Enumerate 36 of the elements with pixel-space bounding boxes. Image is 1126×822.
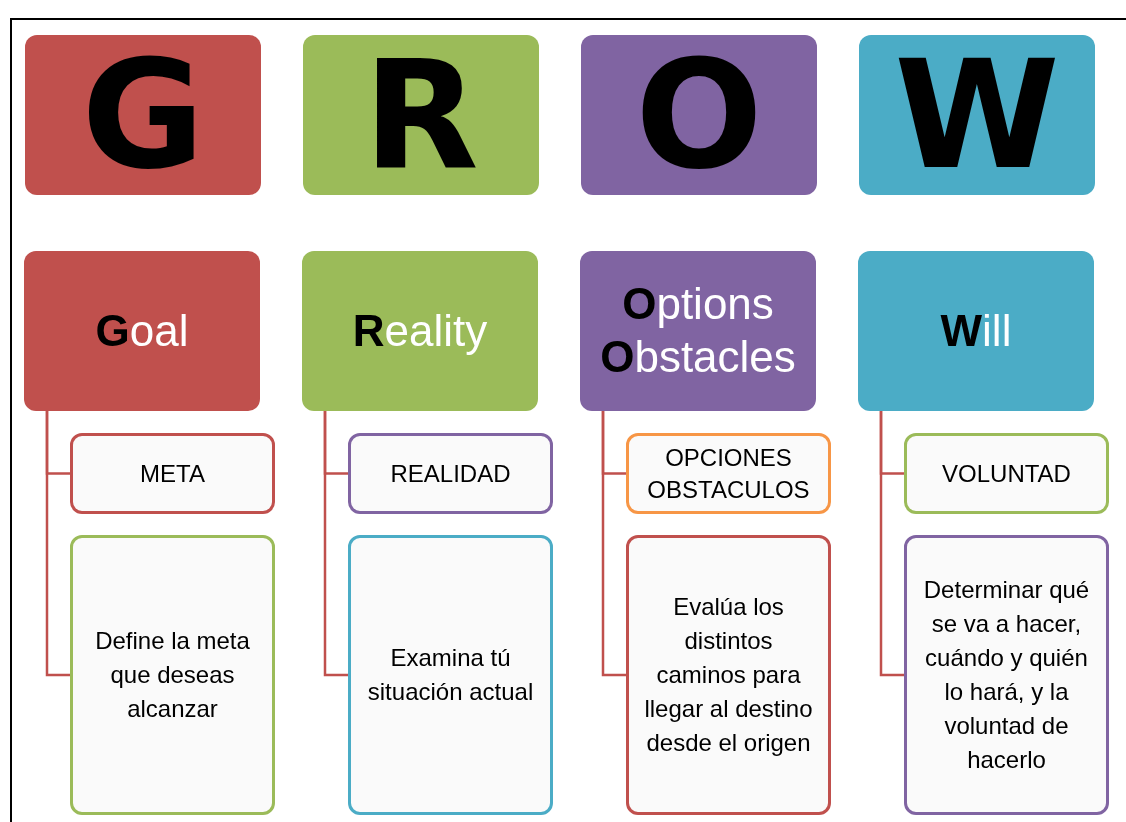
description-text: Define la meta que deseas alcanzar [94, 625, 251, 725]
label-box [904, 433, 1109, 514]
label-box [70, 433, 275, 514]
connector-line [601, 411, 626, 677]
label-text: VOLUNTAD [942, 458, 1071, 489]
letter: O [635, 40, 763, 190]
connector-line [45, 411, 70, 677]
description-box [904, 535, 1109, 815]
stage-title: Goal [95, 304, 189, 357]
stage-box [858, 251, 1094, 411]
letter-tile [25, 35, 261, 195]
letter: R [363, 40, 479, 190]
description-text: Evalúa los distintos caminos para llegar al destino desde el origen [643, 591, 814, 759]
label-text: REALIDAD [390, 458, 511, 489]
label-box [626, 433, 831, 514]
stage-box [580, 251, 816, 411]
letter: W [894, 40, 1060, 190]
description-box [626, 535, 831, 815]
letter: G [81, 40, 205, 190]
letter-tile [859, 35, 1095, 195]
description-text: Determinar qué se va a hacer, cuándo y quién lo hará, y la voluntad de hacerlo [922, 574, 1091, 776]
label-box [348, 433, 553, 514]
label-text: OPCIONES OBSTACULOS [646, 443, 811, 505]
description-box [70, 535, 275, 815]
label-text: META [140, 458, 205, 489]
stage-title: Will [940, 304, 1012, 357]
letter-tile [303, 35, 539, 195]
stage-title: Reality [352, 304, 488, 357]
stage-box [302, 251, 538, 411]
letter-tile [581, 35, 817, 195]
description-text: Examina tú situación actual [366, 642, 535, 707]
stage-box [24, 251, 260, 411]
stage-title: Options Obstacles [599, 278, 797, 383]
description-box [348, 535, 553, 815]
connector-line [879, 411, 904, 677]
connector-line [323, 411, 348, 677]
